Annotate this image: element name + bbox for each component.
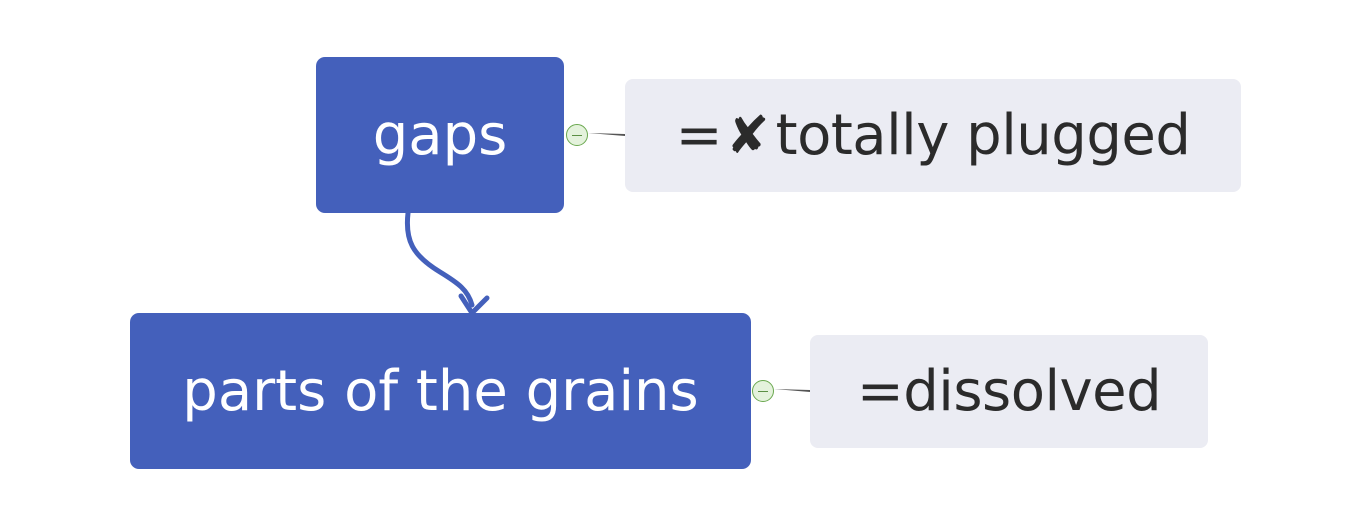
collapse-toggle-gaps[interactable] — [566, 124, 588, 146]
node-parts-of-the-grains[interactable]: parts of the grains — [130, 313, 751, 469]
node-gaps-label: gaps — [372, 102, 508, 168]
note-dissolved[interactable]: = dissolved — [810, 335, 1208, 448]
note-totally-plugged[interactable]: = ✘ totally plugged — [625, 79, 1241, 192]
note-plugged-label: totally plugged — [775, 103, 1191, 168]
connector-gaps-note — [588, 133, 625, 136]
connector-grains-note — [774, 389, 810, 392]
cross-mark-icon: ✘ — [726, 105, 770, 166]
collapse-toggle-grains[interactable] — [752, 380, 774, 402]
note-dissolved-label: dissolved — [903, 359, 1162, 424]
arrow-gaps-to-grains — [404, 210, 475, 308]
node-grains-label: parts of the grains — [182, 358, 699, 424]
node-gaps[interactable]: gaps — [316, 57, 564, 213]
note-prefix: = — [856, 359, 904, 424]
note-prefix: = — [675, 103, 723, 168]
